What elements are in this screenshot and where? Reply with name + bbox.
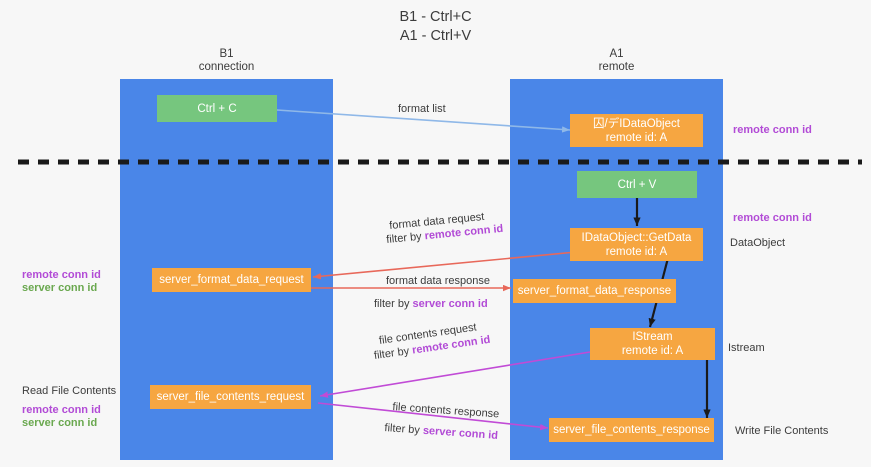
side-label-remote-conn-id-mid: remote conn id	[733, 212, 812, 224]
side-label-remote-conn-id-top: remote conn id	[733, 124, 812, 136]
node-idataobject-getdata[interactable]: IDataObject::GetData remote id: A	[570, 228, 703, 261]
lane-title-b1: B1 connection	[198, 48, 255, 73]
filter-prefix: filter by	[384, 422, 424, 437]
node-istream[interactable]: IStream remote id: A	[590, 328, 715, 360]
side-label-left-server-conn-id-mid: server conn id	[22, 282, 98, 294]
filter-prefix: filter by	[385, 230, 426, 247]
edge-label-format-data-response-filter: filter by server conn id	[374, 297, 488, 311]
side-label-left-remote-conn-id-bottom: remote conn id	[22, 404, 101, 416]
side-label-read-file-contents: Read File Contents	[22, 385, 117, 397]
filter-prefix: filter by	[374, 298, 413, 310]
side-label-write-file-contents: Write File Contents	[735, 425, 829, 437]
edge-label-file-contents-response-filter: filter by server conn id	[384, 421, 498, 443]
node-server-file-contents-response[interactable]: server_file_contents_response	[549, 418, 714, 442]
node-ctrl-c[interactable]: Ctrl + C	[157, 95, 277, 122]
page-title: B1 - Ctrl+C A1 - Ctrl+V	[399, 9, 472, 44]
filter-prefix: filter by	[373, 344, 414, 363]
node-server-format-data-request[interactable]: server_format_data_request	[152, 268, 311, 292]
filter-key-server-conn-id: server conn id	[422, 424, 499, 442]
lane-title-a1: A1 remote	[598, 48, 635, 73]
side-label-left-server-conn-id-bottom: server conn id	[22, 417, 98, 429]
node-idataobject[interactable]: 囚/デIDataObject remote id: A	[570, 114, 703, 147]
node-server-file-contents-request[interactable]: server_file_contents_request	[150, 385, 311, 409]
filter-key-server-conn-id: server conn id	[412, 298, 488, 310]
edge-label-format-list: format list	[398, 103, 446, 115]
side-label-istream: Istream	[728, 342, 765, 354]
side-label-dataobject: DataObject	[730, 237, 786, 249]
edge-label-file-contents-response: file contents response	[392, 401, 500, 421]
node-ctrl-v[interactable]: Ctrl + V	[577, 171, 697, 198]
node-server-format-data-response[interactable]: server_format_data_response	[513, 279, 676, 303]
side-label-left-remote-conn-id-mid: remote conn id	[22, 269, 101, 281]
edge-label-format-data-response: format data response	[386, 275, 490, 287]
